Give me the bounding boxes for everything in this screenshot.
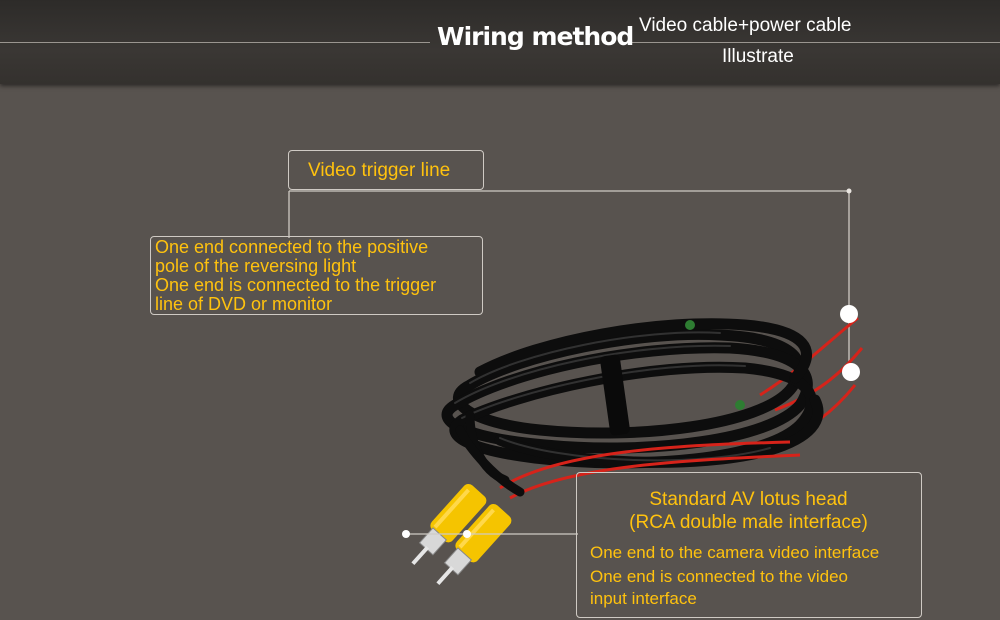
rca-title-line-1: Standard AV lotus head: [649, 489, 848, 510]
rca-description-line-1: One end to the camera video interface: [590, 543, 880, 562]
rca-title-line-2: (RCA double male interface): [629, 512, 868, 533]
header-divider-right: [622, 42, 1000, 43]
trigger-description-line-4: line of DVD or monitor: [155, 294, 333, 314]
trigger-label: Video trigger line: [308, 160, 451, 181]
trigger-description-box: One end connected to the positive pole o…: [150, 236, 483, 315]
rca-info-box: Standard AV lotus head (RCA double male …: [576, 472, 922, 618]
header-banner: Wiring method Video cable+power cable Il…: [0, 0, 1000, 84]
red-power-wire: [499, 440, 801, 500]
rca-description-line-2: One end is connected to the video: [590, 567, 849, 586]
header-subtitle-line1: Video cable+power cable: [639, 15, 852, 36]
trigger-marker-dot-1: [840, 305, 858, 323]
header-divider-left: [0, 42, 430, 43]
trigger-description-line-3: One end is connected to the trigger: [155, 275, 437, 295]
callout-junction-dot: [846, 188, 852, 194]
trigger-description-line-2: pole of the reversing light: [155, 256, 357, 276]
trigger-marker-dot-2: [842, 363, 860, 381]
rca-leads: [455, 410, 525, 497]
rca-description-line-3: input interface: [590, 589, 697, 608]
rca-plug-2: [436, 503, 512, 586]
header-subtitle-line2: Illustrate: [722, 46, 794, 67]
rca-marker-dot-2: [463, 530, 471, 538]
rca-marker-dot-1: [402, 530, 410, 538]
trigger-description-line-1: One end connected to the positive: [155, 237, 429, 257]
trigger-label-box: Video trigger line: [288, 150, 484, 190]
page-title: Wiring method: [437, 22, 634, 51]
